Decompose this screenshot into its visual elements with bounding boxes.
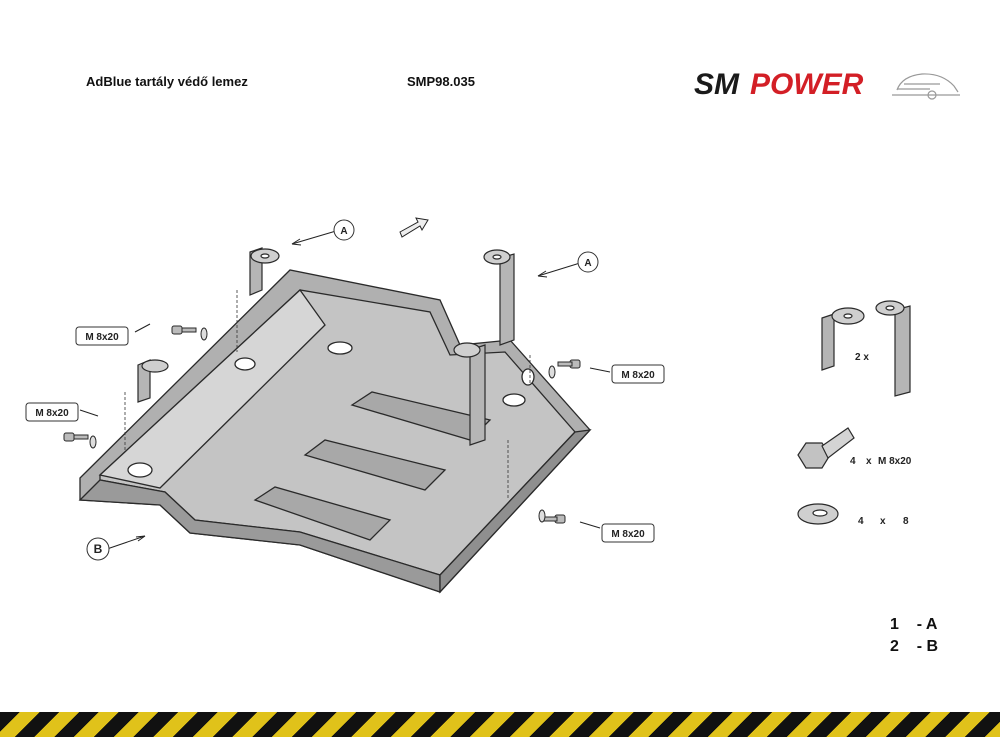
logo-text-sm: SM: [694, 68, 740, 101]
bolt-washer-1: [171, 325, 208, 341]
svg-text:M 8x20: M 8x20: [611, 529, 645, 540]
svg-text:B: B: [94, 542, 103, 556]
callout-circle-a-2: A: [577, 251, 599, 273]
bolt-label-2: M 8x20: [25, 402, 79, 422]
bracket-a-left: [249, 247, 280, 296]
bolt-label-3: M 8x20: [611, 364, 665, 384]
svg-text:M 8x20: M 8x20: [85, 332, 119, 343]
bolts-x: x: [866, 456, 872, 467]
legend-row-2: 2 - B: [890, 638, 939, 655]
callout-circle-b: B: [86, 537, 110, 561]
document-title: AdBlue tartály védő lemez: [86, 74, 248, 89]
fwd-arrow-icon: [399, 217, 429, 238]
alignment-lines: [124, 290, 531, 500]
washers-qty: 4: [858, 516, 864, 527]
washers-spec: 8: [903, 516, 909, 527]
skid-plate: [78, 269, 592, 594]
bracket-on-plate-center: [453, 342, 486, 446]
callout-leaders: [79, 230, 611, 550]
bolts-qty: 4: [850, 456, 856, 467]
callout-circle-a-1: A: [333, 219, 355, 241]
parts-bracket-icon: [821, 300, 911, 397]
smpower-logo: SM POWER: [694, 68, 960, 101]
parts-washer-icon: [797, 503, 839, 525]
logo-car-icon: [892, 73, 960, 100]
logo-text-power: POWER: [750, 68, 864, 101]
bolt-label-4: M 8x20: [601, 523, 655, 543]
bracket-a-right: [483, 249, 515, 346]
bolt-washer-3: [548, 359, 581, 379]
bracket-left-lower: [137, 359, 169, 403]
brackets-qty: 2 x: [855, 352, 869, 363]
svg-text:A: A: [584, 258, 591, 269]
callout-legend: 1 - A 2 - B: [890, 614, 938, 658]
bolt-washer-4: [538, 509, 566, 524]
bolts-spec: M 8x20: [878, 456, 912, 467]
parts-bolt-icon: [797, 427, 855, 469]
washers-x: x: [880, 516, 886, 527]
svg-text:M 8x20: M 8x20: [35, 408, 69, 419]
part-code: SMP98.035: [407, 74, 475, 89]
svg-text:M 8x20: M 8x20: [621, 370, 655, 381]
svg-text:A: A: [340, 226, 347, 237]
bolt-label-1: M 8x20: [75, 326, 129, 346]
bolt-washer-2: [63, 432, 97, 449]
hazard-stripe-footer: [0, 712, 1000, 737]
legend-row-1: 1 - A: [890, 616, 938, 633]
